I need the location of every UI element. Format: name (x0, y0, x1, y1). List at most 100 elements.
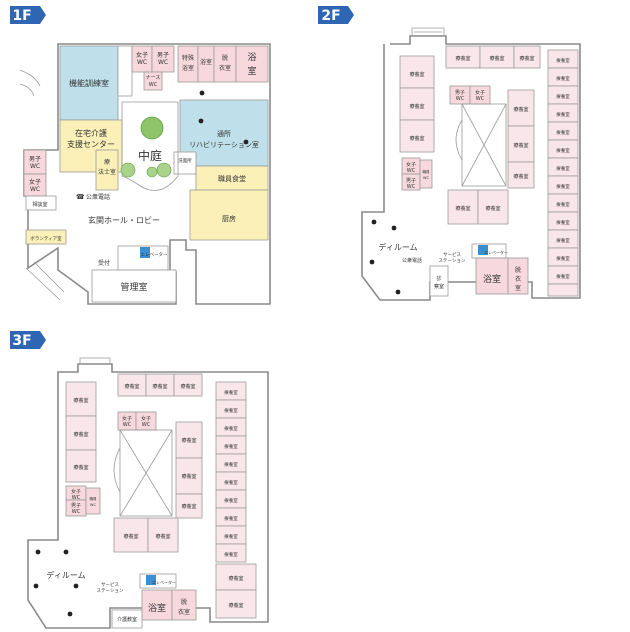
svg-text:法士室: 法士室 (98, 168, 116, 176)
svg-text:機能訓練室: 機能訓練室 (69, 78, 109, 88)
svg-text:浴室: 浴室 (483, 273, 501, 285)
svg-text:療養室: 療養室 (224, 461, 238, 468)
svg-text:女子: 女子 (475, 89, 485, 96)
svg-text:職員: 職員 (423, 169, 431, 174)
svg-text:浴室: 浴室 (182, 64, 194, 72)
room-washroom-1f (173, 151, 197, 175)
room-men-wc-1f (151, 45, 175, 73)
svg-text:WC: WC (407, 184, 416, 190)
svg-text:男子: 男子 (29, 156, 41, 163)
svg-text:療養室: 療養室 (409, 71, 424, 78)
svg-text:療養室: 療養室 (224, 389, 238, 396)
svg-text:浴室: 浴室 (148, 602, 166, 614)
svg-text:女子: 女子 (406, 161, 416, 168)
svg-text:療養室: 療養室 (224, 425, 238, 432)
svg-text:管理室: 管理室 (120, 281, 147, 293)
svg-text:WC: WC (142, 422, 151, 428)
svg-text:療養室: 療養室 (556, 75, 570, 82)
room-therapist-1f (95, 149, 119, 191)
svg-text:WC: WC (72, 509, 81, 515)
floor-badge-1f: 1F (10, 6, 46, 24)
svg-text:療養室: 療養室 (489, 55, 504, 62)
svg-text:療養室: 療養室 (228, 575, 243, 582)
room-admin-1f (91, 269, 177, 303)
svg-text:ディルーム: ディルーム (378, 242, 417, 252)
svg-text:男子: 男子 (71, 502, 81, 509)
svg-text:脱: 脱 (181, 598, 187, 606)
svg-text:療養室: 療養室 (155, 533, 170, 540)
svg-text:ステーション: ステーション (439, 258, 466, 264)
svg-text:衣室: 衣室 (178, 608, 190, 616)
svg-text:WC: WC (90, 503, 96, 507)
svg-text:在宅介護: 在宅介護 (75, 128, 107, 138)
svg-text:ステーション: ステーション (97, 588, 124, 594)
svg-text:療養室: 療養室 (513, 142, 528, 149)
svg-text:療養室: 療養室 (513, 173, 528, 180)
svg-text:職員: 職員 (90, 496, 97, 501)
room-bath-1f (235, 45, 269, 83)
svg-text:浴: 浴 (247, 52, 256, 63)
svg-text:女子: 女子 (29, 178, 41, 186)
svg-text:玄関ホール・ロビー: 玄関ホール・ロビー (88, 215, 160, 225)
svg-text:療養室: 療養室 (228, 602, 243, 609)
svg-text:WC: WC (30, 186, 40, 193)
svg-text:通所: 通所 (217, 129, 231, 138)
svg-text:相談室: 相談室 (32, 201, 47, 208)
room-kitchen-1f (189, 189, 269, 241)
svg-text:衣室: 衣室 (219, 64, 231, 72)
svg-text:療養室: 療養室 (556, 93, 570, 100)
svg-text:2F: 2F (321, 8, 340, 24)
svg-text:療養室: 療養室 (485, 205, 500, 212)
svg-text:療養室: 療養室 (556, 57, 570, 64)
svg-text:ディルーム: ディルーム (46, 570, 85, 580)
svg-text:介護教室: 介護教室 (117, 616, 137, 623)
svg-text:WC: WC (72, 495, 81, 501)
svg-text:支援センター: 支援センター (67, 139, 115, 149)
svg-text:WC: WC (149, 82, 158, 88)
svg-text:療養室: 療養室 (73, 431, 88, 438)
svg-text:療養室: 療養室 (181, 503, 196, 510)
room-consult-1f (25, 195, 57, 211)
svg-text:サービス: サービス (101, 581, 119, 588)
svg-text:WC: WC (476, 96, 485, 102)
svg-text:療養室: 療養室 (224, 497, 238, 504)
svg-text:療養室: 療養室 (556, 111, 570, 118)
svg-text:女子: 女子 (122, 415, 132, 422)
svg-text:3F: 3F (12, 333, 31, 349)
svg-text:療養室: 療養室 (123, 533, 138, 540)
svg-text:療養室: 療養室 (224, 515, 238, 522)
room-special-bath-1f (177, 45, 199, 83)
svg-text:室: 室 (247, 65, 256, 77)
svg-text:WC: WC (456, 96, 465, 102)
svg-text:療養室: 療養室 (181, 437, 196, 444)
svg-text:エレベーター: エレベーター (141, 251, 168, 258)
svg-text:特殊: 特殊 (182, 54, 194, 62)
svg-text:中庭: 中庭 (138, 148, 162, 163)
floor-plan-2f: 療養室 療養室 療養室 女子 WC 男子 WC 職員 WC 療養室 療養室 療養… (361, 27, 581, 301)
svg-text:療養室: 療養室 (124, 383, 139, 390)
svg-text:WC: WC (30, 163, 40, 170)
svg-text:診: 診 (436, 275, 441, 282)
svg-text:公衆電話: 公衆電話 (86, 193, 110, 201)
elevator-1f (140, 247, 150, 258)
room-training-1f (59, 45, 119, 121)
svg-text:療養室: 療養室 (181, 473, 196, 480)
svg-text:療養室: 療養室 (224, 551, 238, 558)
floor-plan-1f: 機能訓練室 女子 WC 男子 WC ナース WC 特殊 浴室 浴室 脱 衣室 浴… (19, 43, 271, 305)
floor-badge-3f: 3F (10, 331, 46, 349)
floor-plan-3f: 療養室 療養室 療養室 女子 WC 男子 WC 職員 WC 療養室 療養室 療養… (27, 357, 269, 629)
svg-text:WC: WC (407, 168, 416, 174)
svg-text:職員食堂: 職員食堂 (218, 174, 246, 183)
svg-text:公衆電話: 公衆電話 (402, 257, 422, 264)
svg-text:療養室: 療養室 (180, 383, 195, 390)
courtyard-tree-icon (140, 116, 164, 140)
svg-text:WC: WC (423, 176, 429, 180)
svg-text:療養室: 療養室 (73, 397, 88, 404)
svg-text:女子: 女子 (136, 51, 148, 59)
svg-text:療養室: 療養室 (556, 273, 570, 280)
svg-text:浴室: 浴室 (200, 58, 212, 66)
svg-text:察室: 察室 (434, 283, 444, 290)
svg-text:療養室: 療養室 (224, 443, 238, 450)
svg-text:衣: 衣 (515, 275, 521, 283)
svg-text:1F: 1F (12, 8, 31, 24)
